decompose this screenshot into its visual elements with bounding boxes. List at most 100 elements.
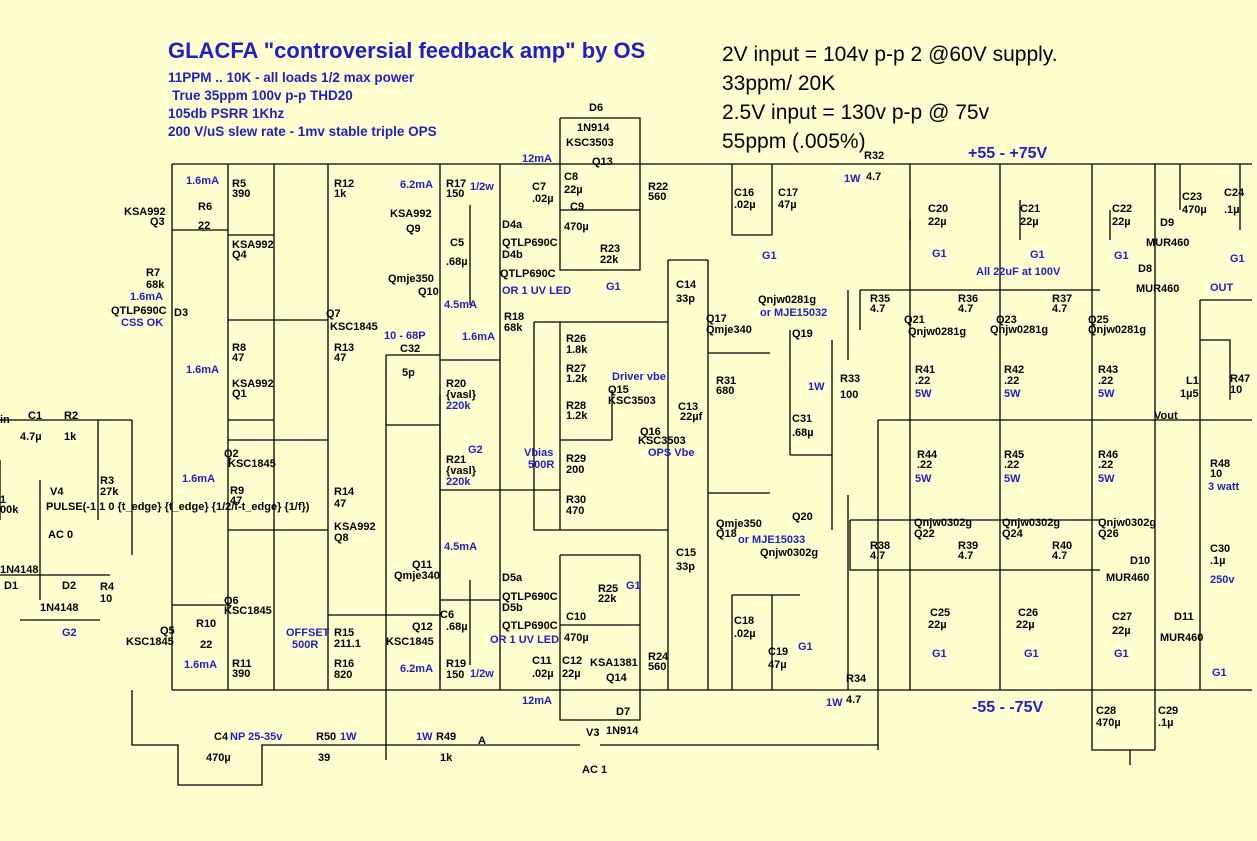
schematic-annotation: 1W bbox=[808, 381, 825, 393]
schematic-annotation: R44 bbox=[917, 449, 938, 461]
schematic-annotation: 47 bbox=[334, 352, 346, 364]
schematic-annotation: 5W bbox=[1098, 473, 1115, 485]
schematic-annotation: C18 bbox=[734, 615, 754, 627]
schematic-annotation: 3 watt bbox=[1208, 481, 1240, 493]
schematic-annotation: C26 bbox=[1018, 607, 1038, 619]
schematic-annotation: G2 bbox=[468, 444, 483, 456]
schematic-annotation: Vbias bbox=[524, 447, 553, 459]
schematic-annotation: Driver vbe bbox=[612, 371, 666, 383]
schematic-annotation: 1k bbox=[440, 752, 453, 764]
schematic-annotation: C28 bbox=[1096, 705, 1116, 717]
schematic-annotation: 1µ5 bbox=[1180, 388, 1199, 400]
schematic-annotation: C32 bbox=[400, 343, 420, 355]
schematic-annotation: MUR460 bbox=[1106, 572, 1149, 584]
schematic-annotation: 150 bbox=[446, 669, 464, 681]
schematic-annotation: 4.7µ bbox=[20, 431, 42, 443]
schematic-annotation: or MJE15032 bbox=[760, 307, 827, 319]
schematic-annotation: OPS Vbe bbox=[648, 447, 694, 459]
schematic-annotation: 5W bbox=[1004, 473, 1021, 485]
schematic-annotation: R11 bbox=[232, 658, 252, 670]
schematic-annotation: G1 bbox=[1212, 667, 1227, 679]
schematic-annotation: D7 bbox=[616, 706, 630, 718]
note-line-4: 55ppm (.005%) bbox=[722, 130, 866, 153]
schematic-annotation: .02µ bbox=[734, 628, 756, 640]
schematic-annotation: D10 bbox=[1130, 555, 1150, 567]
schematic-annotation: 12mA bbox=[522, 695, 552, 707]
schematic-annotation: .22 bbox=[1004, 459, 1019, 471]
schematic-annotation: C23 bbox=[1182, 191, 1202, 203]
schematic-annotation: R22 bbox=[648, 181, 668, 193]
schematic-annotation: R29 bbox=[566, 453, 586, 465]
positive-rail-label: +55 - +75V bbox=[968, 145, 1048, 162]
schematic-annotation: 10 bbox=[1210, 468, 1222, 480]
schematic-annotation: 22k bbox=[598, 593, 617, 605]
schematic-annotation: 1.8k bbox=[566, 344, 588, 356]
schematic-annotation: R19 bbox=[446, 658, 466, 670]
schematic-annotation: C7 bbox=[532, 181, 546, 193]
schematic-annotation: Q22 bbox=[914, 528, 935, 540]
schematic-annotation: 1.6mA bbox=[186, 364, 219, 376]
schematic-annotation: R47 bbox=[1230, 373, 1250, 385]
schematic-annotation: 200 bbox=[566, 464, 584, 476]
schematic-annotation: 1.2k bbox=[566, 373, 588, 385]
schematic-annotation: QTLP690C bbox=[502, 237, 558, 249]
schematic-annotation: G1 bbox=[606, 281, 621, 293]
schematic-annotation: QTLP690C bbox=[111, 305, 167, 317]
schematic-annotation: Q4 bbox=[232, 249, 248, 261]
schematic-annotation: 4.7 bbox=[866, 171, 881, 183]
schematic-annotation: C27 bbox=[1112, 611, 1132, 623]
schematic-annotation: 1N4148 bbox=[40, 602, 79, 614]
schematic-annotation: .02µ bbox=[532, 668, 554, 680]
schematic-annotation: 22 bbox=[198, 220, 210, 232]
schematic-annotation: QTLP690C bbox=[502, 591, 558, 603]
schematic-annotation: AC 1 bbox=[582, 764, 607, 776]
schematic-annotation: {vasl} bbox=[446, 389, 477, 401]
schematic-annotation: D9 bbox=[1160, 217, 1174, 229]
schematic-annotation: R20 bbox=[446, 378, 466, 390]
schematic-annotation: Qnjw0302g bbox=[1002, 517, 1060, 529]
schematic-annotation: Q17 bbox=[706, 313, 727, 325]
schematic-annotation: 22µ bbox=[562, 668, 581, 680]
schematic-annotation: Q24 bbox=[1002, 528, 1024, 540]
schematic-annotation: D1 bbox=[4, 580, 18, 592]
schematic-annotation: R30 bbox=[566, 494, 586, 506]
schematic-annotation: R43 bbox=[1098, 364, 1118, 376]
schematic-annotation: R14 bbox=[334, 486, 355, 498]
schematic-annotation: Qmje350 bbox=[716, 518, 762, 530]
schematic-annotation: R25 bbox=[598, 583, 618, 595]
schematic-annotation: MUR460 bbox=[1160, 632, 1203, 644]
schematic-annotation: Q7 bbox=[326, 308, 341, 320]
schematic-annotation: KSA992 bbox=[390, 208, 432, 220]
schematic-annotation: C11 bbox=[532, 655, 552, 667]
note-line-3: 2.5V input = 130v p-p @ 75v bbox=[722, 101, 990, 124]
schematic-annotation: C15 bbox=[676, 547, 696, 559]
schematic-annotation: Q14 bbox=[606, 672, 628, 684]
schematic-annotation: 470µ bbox=[206, 752, 231, 764]
schematic-annotation: Q10 bbox=[418, 286, 439, 298]
schematic-annotation: Q16 bbox=[640, 426, 661, 438]
schematic-annotation: OR 1 UV LED bbox=[502, 285, 571, 297]
schematic-annotation: 100 bbox=[840, 389, 858, 401]
schematic-annotation: C21 bbox=[1020, 203, 1040, 215]
schematic-annotation: V4 bbox=[50, 486, 64, 498]
schematic-annotation: or MJE15033 bbox=[738, 534, 805, 546]
negative-rail-label: -55 - -75V bbox=[972, 699, 1043, 716]
schematic-annotation: 22µ bbox=[928, 619, 947, 631]
schematic-annotation: 22 bbox=[200, 639, 212, 651]
schematic-annotation: G1 bbox=[762, 250, 777, 262]
spec-line-1: 11PPM .. 10K - all loads 1/2 max power bbox=[168, 70, 415, 85]
schematic-annotation: R12 bbox=[334, 178, 354, 190]
schematic-annotation: 1k bbox=[64, 431, 77, 443]
schematic-annotation: 4.7 bbox=[846, 694, 861, 706]
schematic-annotation: Qnjw0302g bbox=[760, 547, 818, 559]
schematic-annotation: C4 bbox=[214, 731, 229, 743]
schematic-annotation: 211.1 bbox=[334, 638, 361, 650]
schematic-annotation: in bbox=[0, 414, 10, 426]
schematic-annotation: 4.7 bbox=[1052, 303, 1067, 315]
schematic-annotation: R10 bbox=[196, 618, 216, 630]
spec-line-3: 105db PSRR 1Khz bbox=[168, 106, 285, 121]
schematic-annotation: R27 bbox=[566, 363, 586, 375]
schematic-annotation: 22µ bbox=[1112, 216, 1131, 228]
schematic-annotation: D4a bbox=[502, 219, 523, 231]
